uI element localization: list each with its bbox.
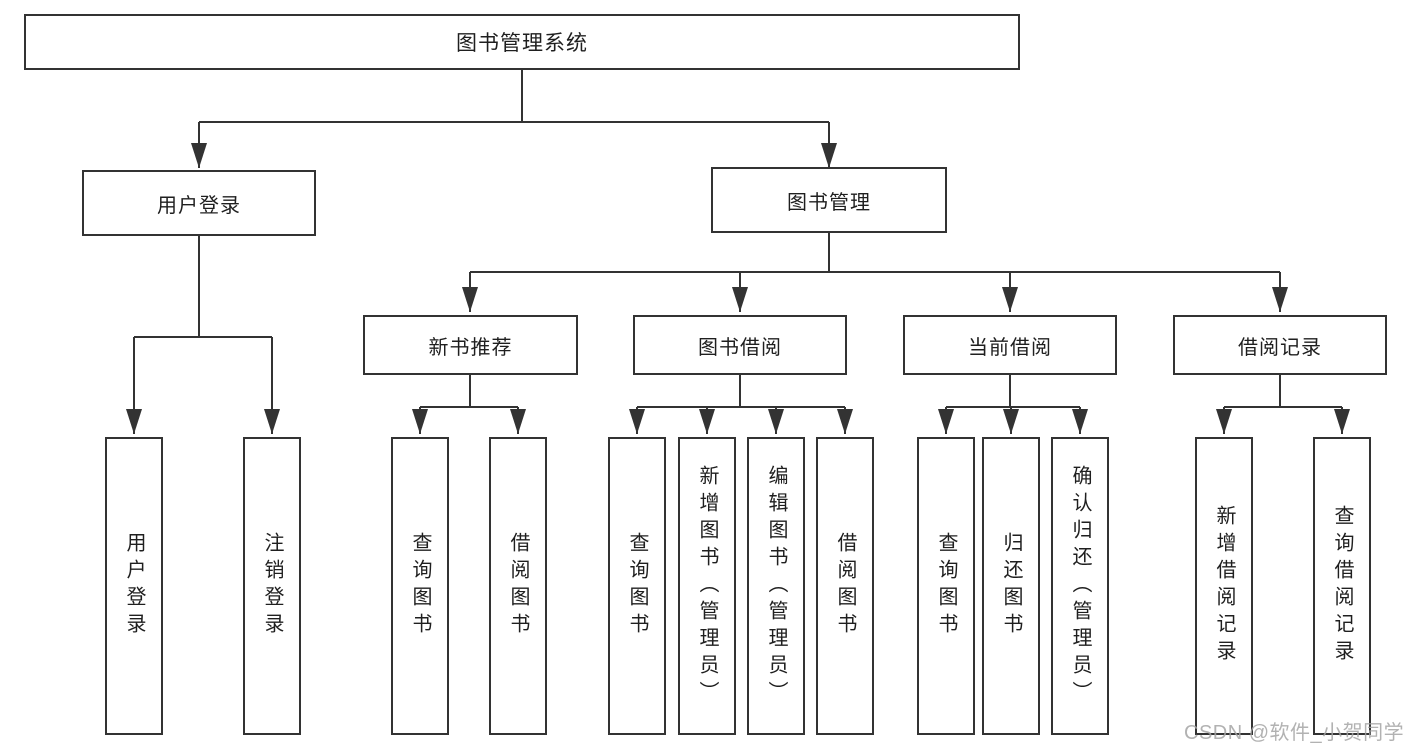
node-query-borrow-record: 查询借阅记录 [1313,437,1371,735]
node-add-borrow-record: 新增借阅记录 [1195,437,1253,735]
node-current-borrowing: 当前借阅 [903,315,1117,375]
node-label: 图书管理系统 [456,32,588,55]
node-label: 用户登录 [123,532,145,640]
node-label: 查询图书 [409,532,431,640]
node-confirm-return-admin: 确认归还（管理员） [1051,437,1109,735]
node-label: 查询图书 [626,532,648,640]
node-user-login: 用户登录 [82,170,316,236]
node-book-management: 图书管理 [711,167,947,233]
node-label: 查询图书 [935,532,957,640]
node-user-login-leaf: 用户登录 [105,437,163,735]
node-label: 新书推荐 [428,336,513,359]
node-book-borrowing: 图书借阅 [633,315,847,375]
node-label: 确认归还（管理员） [1069,464,1091,708]
node-add-books-admin: 新增图书（管理员） [678,437,736,735]
node-borrow-books: 借阅图书 [489,437,547,735]
node-query-books: 查询图书 [608,437,666,735]
node-label: 查询借阅记录 [1331,505,1353,667]
node-label: 借阅记录 [1238,336,1322,359]
node-borrow-books: 借阅图书 [816,437,874,735]
node-label: 归还图书 [1000,532,1022,640]
node-label: 借阅图书 [507,532,529,640]
node-label: 借阅图书 [834,532,856,640]
csdn-watermark: CSDN @软件_小贺同学 [1184,722,1405,744]
node-new-book-recommendation: 新书推荐 [363,315,578,375]
node-label: 编辑图书（管理员） [765,464,787,708]
node-borrowing-records: 借阅记录 [1173,315,1387,375]
node-label: 新增图书（管理员） [696,464,718,708]
node-label: 新增借阅记录 [1213,505,1235,667]
node-label: 注销登录 [261,532,283,640]
node-query-books: 查询图书 [917,437,975,735]
node-logout: 注销登录 [243,437,301,735]
node-label: 用户登录 [157,194,241,217]
node-library-management-system: 图书管理系统 [24,14,1020,70]
node-label: 当前借阅 [968,336,1052,359]
node-query-books: 查询图书 [391,437,449,735]
node-return-books: 归还图书 [982,437,1040,735]
node-label: 图书管理 [787,191,871,214]
node-edit-books-admin: 编辑图书（管理员） [747,437,805,735]
node-label: 图书借阅 [698,336,782,359]
